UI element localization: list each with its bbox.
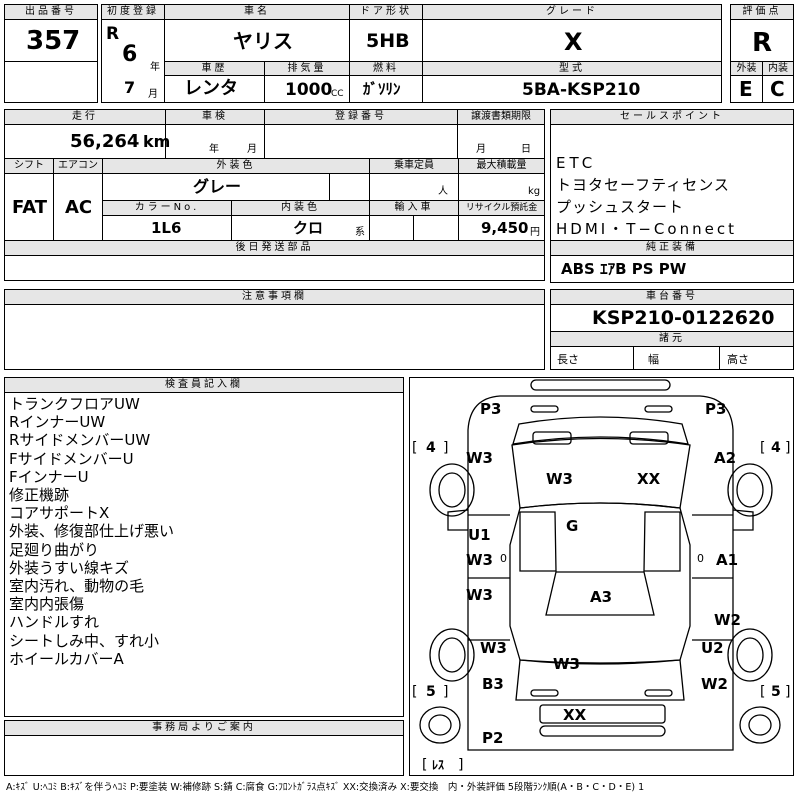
tire-tread-rear-left: 5 [426, 684, 436, 700]
remark-line: RインナーUW [9, 413, 106, 432]
remark-line: ホイールカバーA [9, 649, 124, 668]
remark-line: 外装、修復部仕上げ悪い [9, 522, 175, 541]
era-letter: R [106, 24, 120, 44]
remark-line: FサイドメンバーU [9, 449, 134, 468]
registration-year: 6 [122, 42, 138, 67]
grade: X [564, 28, 583, 56]
tire-tread-front-left: 4 [426, 440, 436, 456]
damage-p2-rear: P2 [482, 729, 504, 747]
damage-p3-right: P3 [705, 400, 727, 418]
int-color: クロ [293, 219, 324, 237]
remark-line: コアサポートX [9, 504, 110, 523]
door-type: 5HB [366, 30, 410, 52]
damage-b3-left-quarter: B3 [482, 675, 504, 693]
damage-w3-left-front-door: W3 [466, 551, 493, 569]
spare-tire-status: ﾚｽ [432, 758, 445, 772]
interior-grade: C [770, 77, 785, 101]
sales-point-item: プッシュスタート [556, 198, 685, 216]
damage-w3-left-rear-door: W3 [466, 586, 493, 604]
color-number: 1L6 [151, 219, 182, 237]
ext-color: グレー [193, 177, 242, 196]
inspector-remarks-list: トランクフロアUW RインナーUW RサイドメンバーUW FサイドメンバーU F… [9, 395, 174, 668]
sales-points-list: ETC トヨタセーフティセンス プッシュスタート HDMI・T−Connect [556, 152, 737, 240]
damage-w3-trunk: W3 [553, 655, 580, 673]
tire-tread-front-right: 4 [771, 440, 781, 456]
shift: FAT [12, 197, 48, 218]
damage-g-windshield: G [566, 517, 579, 535]
fuel: ｶﾞｿﾘﾝ [363, 80, 401, 98]
sales-point-item: HDMI・T−Connect [556, 220, 737, 238]
remark-line: 室内汚れ、動物の毛 [9, 577, 145, 596]
damage-w2-right-quarter: W2 [701, 675, 728, 693]
legend: A:ｷｽﾞ U:ﾍｺﾐ B:ｷｽﾞを伴うﾍｺﾐ P:要塗装 W:補修跡 S:錆 … [6, 782, 645, 793]
damage-w3-left-rear: W3 [480, 639, 507, 657]
damage-a3-roof: A3 [590, 588, 613, 606]
displacement: 1000 [285, 80, 333, 100]
car-history: レンタ [184, 78, 238, 99]
exterior-grade: E [739, 77, 753, 101]
damage-a1-right-door: A1 [716, 551, 739, 569]
remark-line: 外装うすい線キズ [9, 558, 130, 577]
registration-month: 7 [124, 78, 136, 97]
damage-w3-hood: W3 [546, 470, 573, 488]
recycle-fee: 9,450 [481, 219, 529, 237]
damage-u2-right-rear: U2 [701, 639, 724, 657]
remark-line: 室内内張傷 [9, 595, 85, 614]
remark-line: 足廻り曲がり [9, 540, 100, 559]
damage-diagram-frame [409, 377, 794, 776]
damage-w3-left-fender: W3 [466, 449, 493, 467]
mileage: 56,264 [70, 131, 140, 152]
remark-line: トランクフロアUW [9, 395, 140, 413]
damage-w2-right-rear-door: W2 [714, 611, 741, 629]
car-name: ヤリス [233, 29, 293, 53]
equipment: ABS ｴｱB PS PW [561, 260, 687, 278]
remark-line: シートしみ中、すれ小 [9, 631, 160, 650]
damage-u1-left-door: U1 [468, 526, 491, 544]
remark-line: FインナーU [9, 467, 89, 486]
remark-line: ハンドルすれ [9, 613, 100, 632]
remark-line: RサイドメンバーUW [9, 431, 151, 450]
sales-point-item: ETC [556, 154, 597, 172]
remark-line: 修正機跡 [9, 486, 70, 505]
damage-p3-left: P3 [480, 400, 502, 418]
score: R [752, 28, 773, 58]
damage-a2-right-fender: A2 [714, 449, 737, 467]
sales-point-item: トヨタセーフティセンス [556, 176, 730, 194]
tire-tread-rear-right: 5 [771, 684, 781, 700]
air-conditioner: AC [65, 197, 93, 218]
damage-xx-hood: XX [637, 470, 661, 488]
damage-xx-rear: XX [563, 706, 587, 724]
chassis-number: KSP210-0122620 [592, 307, 775, 329]
model-code: 5BA-KSP210 [522, 80, 641, 100]
lot-number: 357 [26, 26, 81, 56]
